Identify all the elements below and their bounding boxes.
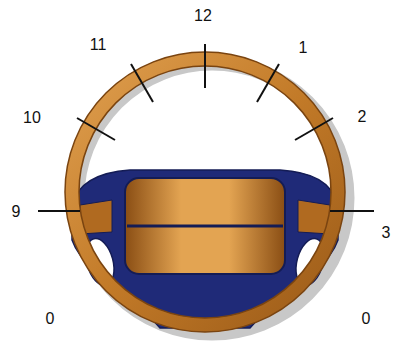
- clock-ticks: [38, 44, 374, 211]
- tick-mark: [77, 118, 115, 140]
- wheel-hub: [72, 170, 338, 328]
- clock-position-label: 1: [299, 40, 308, 56]
- clock-position-label: 0: [362, 311, 371, 327]
- clock-position-label: 2: [358, 109, 367, 125]
- clock-position-label: 10: [23, 110, 41, 126]
- airbag-pad: [125, 178, 285, 274]
- rim-edge: [65, 52, 345, 332]
- clock-position-label: 0: [46, 311, 55, 327]
- tick-mark: [204, 44, 206, 88]
- tick-mark: [131, 64, 153, 102]
- clock-position-label: 11: [90, 37, 107, 53]
- tick-mark: [295, 118, 333, 140]
- pad-seam: [127, 225, 283, 228]
- tick-mark: [330, 210, 374, 212]
- tick-mark: [38, 210, 80, 212]
- rim-edge: [79, 66, 331, 318]
- wheel-rim: [72, 59, 338, 325]
- clock-position-label: 3: [382, 225, 391, 241]
- clock-position-label: 9: [12, 204, 21, 220]
- clock-position-label: 12: [194, 8, 212, 24]
- tick-mark: [257, 64, 279, 102]
